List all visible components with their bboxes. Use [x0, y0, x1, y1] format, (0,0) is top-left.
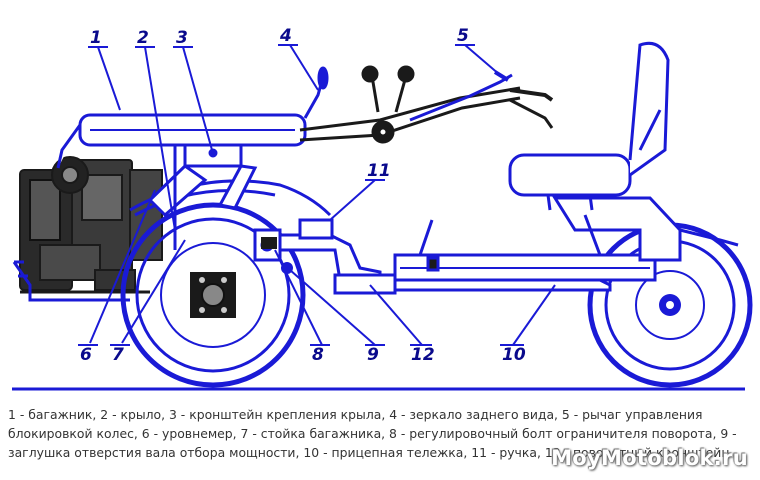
front-wheel	[120, 202, 306, 388]
callout-labels: 1 2 3 4 5 6 7 8 9 10 11 12	[80, 26, 526, 365]
fender-bracket	[147, 138, 258, 218]
trailer-seat	[508, 41, 739, 247]
wheel-lock-lever	[409, 70, 513, 122]
engine	[19, 156, 163, 294]
callout-5: 5	[457, 26, 469, 46]
callout-9: 9	[367, 345, 379, 365]
walk-behind-tractor-diagram: 1 2 3 4 5 6 7 8 9 10 11 12	[12, 26, 753, 391]
callout-12: 12	[411, 345, 435, 365]
callout-10: 10	[502, 345, 526, 365]
handle	[298, 218, 334, 240]
callout-4: 4	[279, 26, 292, 46]
leader-lines	[78, 44, 556, 346]
callout-11: 11	[367, 161, 391, 181]
callout-1: 1	[90, 28, 102, 48]
trailer-frame	[333, 196, 682, 295]
parts-legend-caption: 1 - багажник, 2 - крыло, 3 - кронштейн к…	[8, 407, 737, 460]
front-bumper	[12, 260, 130, 302]
callout-6: 6	[80, 345, 92, 365]
rear-view-mirror	[303, 66, 329, 119]
handlebar	[299, 65, 554, 144]
site-watermark: MoyMotoblok.ru	[551, 446, 748, 470]
callout-8: 8	[312, 345, 324, 365]
callout-2: 2	[137, 28, 149, 48]
callout-7: 7	[112, 345, 124, 365]
callout-3: 3	[176, 28, 188, 48]
stop-bolt	[261, 237, 277, 249]
